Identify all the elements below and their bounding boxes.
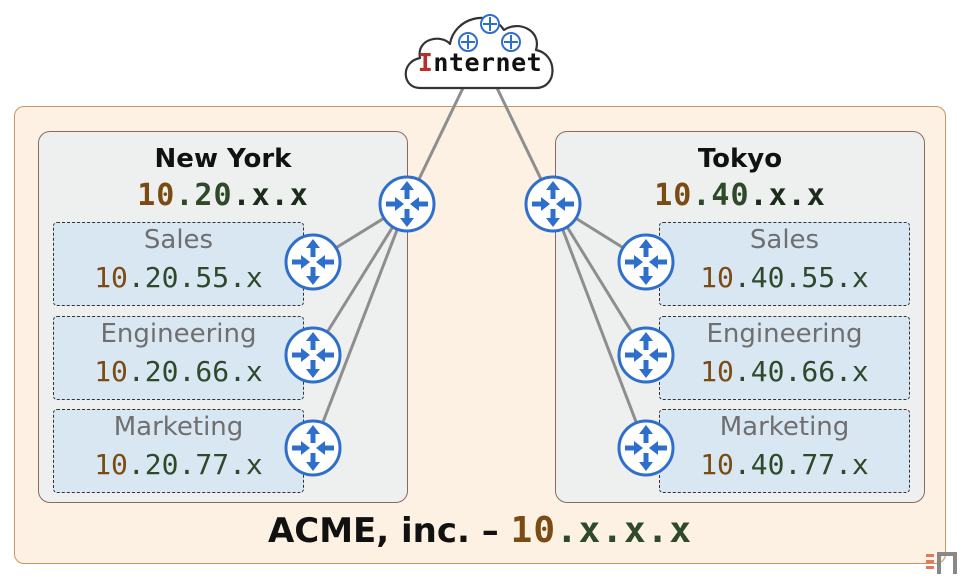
- department-name: Sales: [749, 225, 820, 255]
- router-icon: [480, 14, 500, 34]
- department-ny-marketing: Marketing 10.20.77.x: [53, 409, 304, 493]
- department-network: 10.20.55.x: [94, 261, 263, 294]
- router-icon: [284, 419, 342, 477]
- site-network-tokyo: 10.40.x.x: [654, 178, 826, 213]
- cloud-icon: [404, 14, 554, 90]
- department-ny-sales: Sales 10.20.55.x: [53, 222, 304, 306]
- department-tokyo-marketing: Marketing 10.40.77.x: [659, 409, 910, 493]
- router-icon: [524, 175, 582, 233]
- organization-title: ACME, inc. – 10.x.x.x: [267, 510, 693, 551]
- department-name: Engineering: [100, 319, 257, 349]
- department-tokyo-engineering: Engineering 10.40.66.x: [659, 316, 910, 400]
- router-icon: [284, 233, 342, 291]
- department-network: 10.40.66.x: [700, 355, 869, 388]
- router-icon: [284, 326, 342, 384]
- department-name: Marketing: [113, 412, 244, 442]
- department-network: 10.40.77.x: [700, 448, 869, 481]
- department-name: Marketing: [719, 412, 850, 442]
- router-icon: [617, 419, 675, 477]
- department-ny-engineering: Engineering 10.20.66.x: [53, 316, 304, 400]
- department-name: Engineering: [706, 319, 863, 349]
- router-icon: [501, 32, 521, 52]
- router-icon: [378, 175, 436, 233]
- router-icon: [617, 233, 675, 291]
- department-network: 10.20.66.x: [94, 355, 263, 388]
- department-network: 10.40.55.x: [700, 261, 869, 294]
- department-network: 10.20.77.x: [94, 448, 263, 481]
- brand-logo: [926, 552, 957, 574]
- site-name-tokyo: Tokyo: [697, 144, 783, 174]
- router-icon: [617, 326, 675, 384]
- router-icon: [458, 32, 478, 52]
- site-network-new-york: 10.20.x.x: [137, 178, 309, 213]
- department-name: Sales: [143, 225, 214, 255]
- site-name-new-york: New York: [154, 144, 292, 174]
- department-tokyo-sales: Sales 10.40.55.x: [659, 222, 910, 306]
- internet-label: Internet: [417, 48, 543, 77]
